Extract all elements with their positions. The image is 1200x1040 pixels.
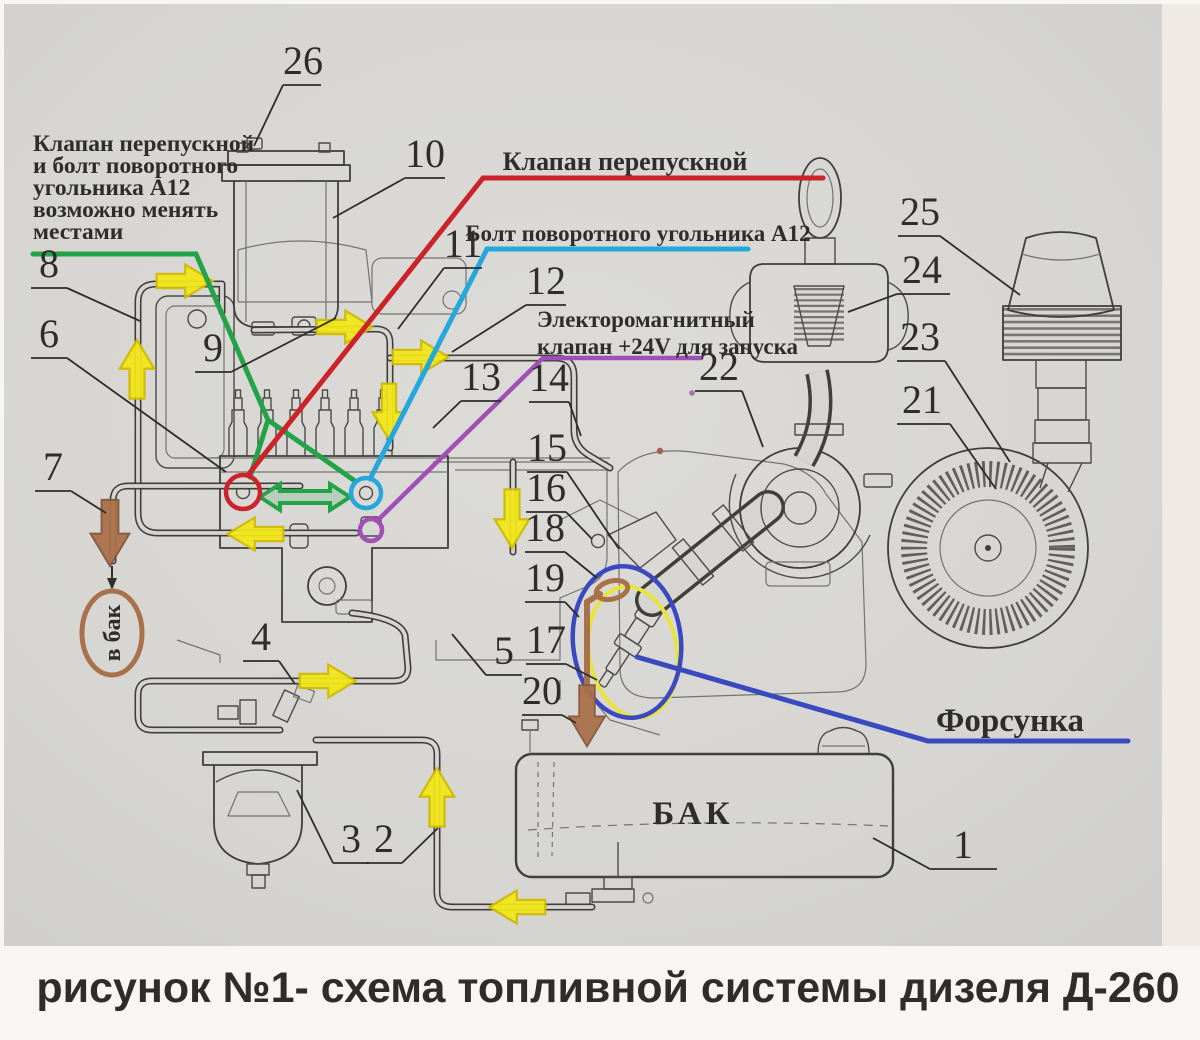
drain-annotation: в бак — [79, 498, 631, 748]
scan-area — [4, 4, 1162, 946]
svg-text:11: 11 — [444, 221, 483, 266]
part-number-19: 19 — [525, 555, 580, 618]
part-number-2: 2 — [366, 816, 439, 864]
svg-text:5: 5 — [494, 628, 514, 673]
part-number-1: 1 — [872, 822, 997, 870]
leak-drain-line — [584, 591, 603, 693]
svg-text:22: 22 — [699, 344, 739, 389]
part-number-22: 22 — [695, 344, 764, 448]
elbow-bolt-label: Болт поворотного угольника А12 — [465, 221, 810, 246]
solenoid-circle — [357, 516, 385, 544]
part-number-10: 10 — [332, 131, 445, 219]
part-number-15: 15 — [527, 425, 620, 550]
svg-text:19: 19 — [525, 555, 565, 600]
oil-bath-air-cleaner — [729, 157, 909, 436]
svg-text:12: 12 — [526, 258, 566, 303]
part-number-18: 18 — [525, 505, 598, 579]
bypass-valve-annotation: Клапан перепускной — [223, 147, 826, 512]
injector-ellipse-blue — [570, 563, 684, 721]
part-number-13: 13 — [432, 354, 501, 429]
injector-mount — [559, 511, 677, 736]
elbow-bolt-annotation: Болт поворотного угольника А12 — [348, 221, 811, 511]
svg-text:25: 25 — [900, 189, 940, 234]
svg-text:13: 13 — [461, 354, 501, 399]
to-tank-label: в бак — [100, 604, 126, 661]
part-number-21: 21 — [897, 377, 997, 490]
part-number-24: 24 — [847, 247, 950, 313]
svg-text:1: 1 — [953, 822, 973, 867]
svg-text:16: 16 — [526, 465, 566, 510]
part-number-20: 20 — [522, 668, 577, 724]
svg-text:26: 26 — [283, 38, 323, 83]
solenoid-annotation: Электоромагнитный клапан +24V для запуск… — [357, 307, 798, 544]
part-number-9: 9 — [195, 317, 337, 373]
svg-text:3: 3 — [341, 816, 361, 861]
svg-text:2: 2 — [374, 816, 394, 861]
svg-text:15: 15 — [527, 425, 567, 470]
injector — [598, 587, 671, 688]
air-filter — [1002, 231, 1122, 493]
part-number-23: 23 — [897, 314, 1011, 463]
tank-label: БАК — [652, 796, 733, 832]
scan-edge — [1162, 4, 1200, 946]
part-number-4: 4 — [243, 614, 296, 685]
svg-text:17: 17 — [526, 617, 566, 662]
intake-elbow — [635, 490, 785, 617]
svg-text:9: 9 — [203, 325, 223, 370]
injector-annotation: Форсунка — [570, 563, 1131, 744]
elbow-bolt-circle — [348, 475, 384, 511]
elbow-bolt-a12 — [358, 485, 374, 501]
svg-text:6: 6 — [39, 311, 59, 356]
coarse-fuel-filter — [202, 684, 318, 889]
figure-caption: рисунок №1- схема топливной системы дизе… — [36, 964, 1179, 1012]
part-number-26: 26 — [253, 38, 323, 147]
to-tank-ellipse — [79, 588, 145, 678]
part-number-11: 11 — [397, 221, 483, 330]
swap-note-line: Клапан перепускной — [33, 131, 254, 157]
part-number-8: 8 — [31, 241, 141, 322]
scan-speck — [689, 390, 695, 396]
part-number-14: 14 — [529, 355, 582, 437]
part-number-17: 17 — [526, 617, 598, 681]
part-number-6: 6 — [31, 311, 227, 473]
svg-text:14: 14 — [529, 355, 569, 400]
solenoid-label-line: Электоромагнитный — [537, 307, 755, 332]
swap-note-annotation: Клапан перепускной и болт поворотного уг… — [30, 131, 358, 514]
svg-text:24: 24 — [902, 247, 942, 292]
part-number-16: 16 — [526, 465, 593, 540]
solenoid-label-line: клапан +24V для запуска — [537, 334, 798, 359]
svg-text:10: 10 — [405, 131, 445, 176]
to-tank-pointer-head — [107, 578, 117, 590]
svg-text:21: 21 — [902, 377, 942, 422]
svg-text:7: 7 — [43, 444, 63, 489]
part-number-7: 7 — [35, 444, 107, 514]
injection-pump — [219, 389, 449, 623]
part-number-3: 3 — [296, 789, 369, 864]
part-number-25: 25 — [898, 189, 1021, 296]
svg-text:23: 23 — [900, 314, 940, 359]
bypass-valve-circle — [223, 472, 263, 512]
svg-text:8: 8 — [39, 241, 59, 286]
blower-fan — [863, 447, 1089, 649]
turbocharger — [728, 369, 871, 587]
part-number-12: 12 — [451, 258, 566, 353]
svg-text:4: 4 — [251, 614, 271, 659]
svg-text:18: 18 — [525, 505, 565, 550]
injector-label: Форсунка — [936, 703, 1084, 739]
swap-note-line: угольника А12 — [33, 175, 190, 201]
part-number-callouts: 1 2 3 4 5 6 7 8 9 10 11 12 13 14 15 16 1… — [31, 38, 1021, 870]
scan-speck — [656, 447, 664, 455]
bypass-valve-label: Клапан перепускной — [503, 147, 748, 176]
svg-text:20: 20 — [522, 668, 562, 713]
swap-note-line: местами — [33, 219, 123, 245]
swap-note-line: возможно менять — [33, 197, 218, 223]
swap-note-line: и болт поворотного — [33, 153, 238, 179]
part-number-5: 5 — [451, 628, 522, 676]
